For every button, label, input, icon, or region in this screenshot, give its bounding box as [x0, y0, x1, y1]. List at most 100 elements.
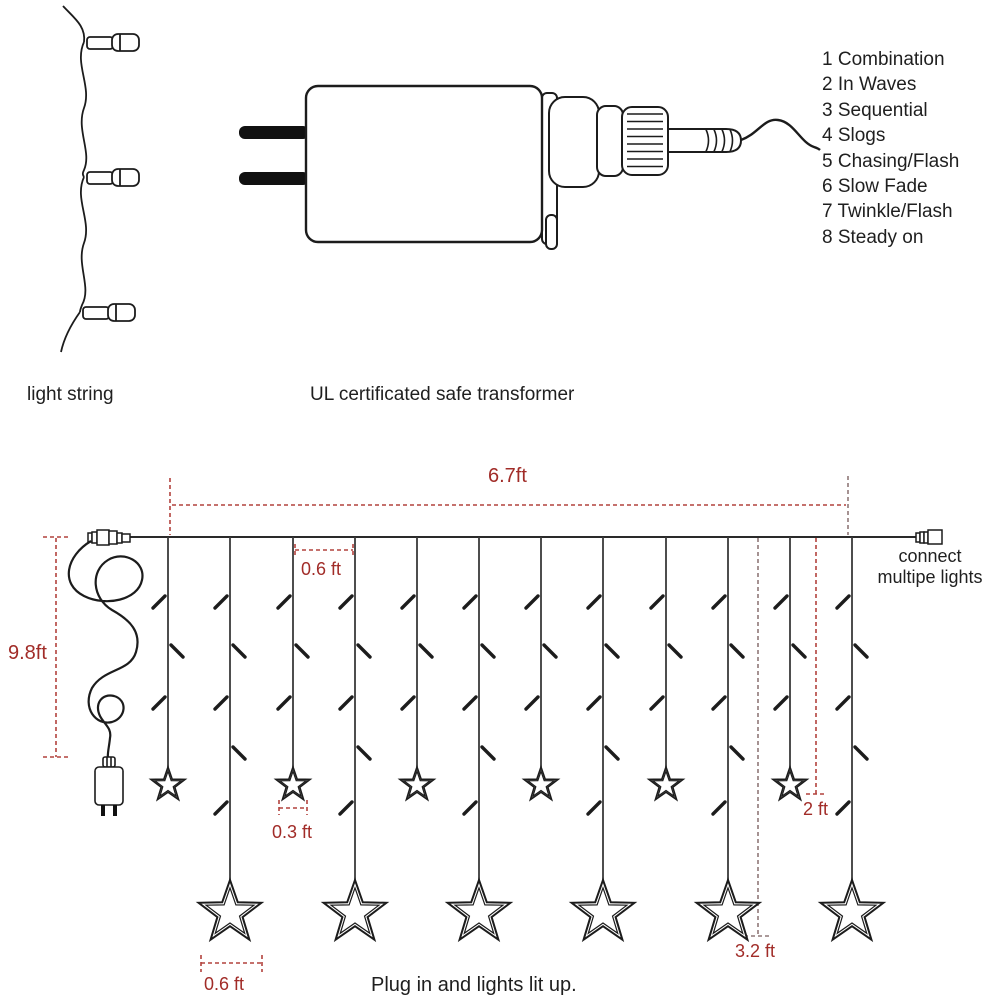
left-connector-icon	[87, 529, 131, 546]
big-star-icon	[817, 876, 887, 943]
light-tick	[169, 643, 185, 659]
light-tick	[773, 695, 789, 711]
big-star-icon	[568, 876, 638, 943]
total-width-label: 6.7ft	[488, 465, 527, 487]
light-tick	[480, 643, 496, 659]
big-star-icon	[693, 876, 763, 943]
string-wire-seg1	[79, 41, 88, 178]
light-tick	[338, 800, 354, 816]
string-wire-seg2	[79, 176, 87, 313]
light-tick	[667, 643, 683, 659]
small-star-icon	[148, 764, 188, 802]
mode-item: 1 Combination	[822, 49, 945, 70]
star-inner-outline	[775, 769, 805, 798]
light-tick	[586, 695, 602, 711]
mode-item: 4 Slogs	[822, 125, 886, 147]
mode-item: 3 Sequential	[822, 99, 928, 121]
transformer-drawing	[239, 84, 821, 250]
light-tick	[604, 643, 620, 659]
light-tick	[853, 643, 869, 659]
light-tick	[729, 643, 745, 659]
star-inner-outline	[204, 886, 256, 935]
connector-collar	[596, 105, 624, 177]
transformer-label: UL certificated safe transformer	[310, 384, 575, 405]
big-star-width-label: 0.6 ft	[204, 974, 245, 994]
plug-prong	[239, 126, 309, 139]
star-inner-outline	[651, 769, 681, 798]
light-tick	[462, 594, 478, 610]
light-tick	[586, 594, 602, 610]
short-drop-label: 2 ft	[803, 799, 829, 819]
big-star-icon	[444, 876, 514, 943]
plug-shaft	[667, 128, 743, 153]
light-tick	[542, 643, 558, 659]
drops-layer	[148, 537, 887, 943]
star-inner-outline	[329, 886, 381, 935]
light-tick	[791, 643, 807, 659]
mode-list: 1 Combination 2 In Waves 3 Sequential 4 …	[822, 47, 959, 250]
light-tick	[151, 594, 167, 610]
light-tick	[338, 594, 354, 610]
light-tick	[356, 745, 372, 761]
measurement-lines	[43, 476, 849, 972]
caption: Plug in and lights lit up.	[371, 974, 577, 996]
star-inner-outline	[826, 886, 878, 935]
mode-item: 7 Twinkle/Flash	[822, 201, 953, 223]
star-inner-outline	[278, 769, 308, 798]
light-tick	[294, 643, 310, 659]
adapter-body	[304, 84, 544, 244]
cord-length-label: 9.8ft	[8, 642, 47, 664]
light-tick	[835, 800, 851, 816]
light-tick	[649, 695, 665, 711]
plug-prong	[239, 172, 309, 185]
light-tick	[462, 800, 478, 816]
light-tick	[711, 695, 727, 711]
big-star-icon	[320, 876, 390, 943]
light-tick	[835, 695, 851, 711]
small-star-icon	[770, 764, 810, 802]
light-tick	[231, 745, 247, 761]
light-tick	[524, 695, 540, 711]
light-tick	[853, 745, 869, 761]
light-tick	[213, 594, 229, 610]
mode-item: 8 Steady on	[822, 226, 924, 248]
light-tick	[586, 800, 602, 816]
light-tick	[400, 695, 416, 711]
light-tick	[524, 594, 540, 610]
small-star-icon	[273, 764, 313, 802]
light-tick	[835, 594, 851, 610]
light-tick	[480, 745, 496, 761]
light-tick	[151, 695, 167, 711]
mode-item: 5 Chasing/Flash	[822, 150, 960, 172]
mode-item: 6 Slow Fade	[822, 176, 928, 198]
light-tick	[231, 643, 247, 659]
body-tab	[545, 214, 558, 250]
adapter-cord	[740, 118, 821, 151]
light-string-label: light string	[27, 384, 114, 405]
light-tick	[711, 594, 727, 610]
star-inner-outline	[153, 769, 183, 798]
light-tick	[338, 695, 354, 711]
star-inner-outline	[702, 886, 754, 935]
long-drop-label: 3.2 ft	[735, 941, 776, 961]
light-tick	[276, 695, 292, 711]
right-connector-icon	[915, 529, 943, 545]
wall-plug-icon	[94, 756, 124, 816]
light-tick	[773, 594, 789, 610]
light-tick	[418, 643, 434, 659]
light-tick	[213, 800, 229, 816]
light-tick	[729, 745, 745, 761]
star-inner-outline	[577, 886, 629, 935]
big-star-icon	[195, 876, 265, 943]
light-tick	[649, 594, 665, 610]
light-string-drawing	[60, 5, 140, 353]
star-inner-outline	[453, 886, 505, 935]
light-tick	[711, 800, 727, 816]
light-tick	[604, 745, 620, 761]
knob-ribs	[627, 113, 663, 168]
connector-block	[548, 96, 600, 188]
lead-cord	[67, 540, 144, 761]
drop-spacing-label: 0.6 ft	[301, 559, 342, 579]
string-wire-tail	[60, 311, 81, 353]
